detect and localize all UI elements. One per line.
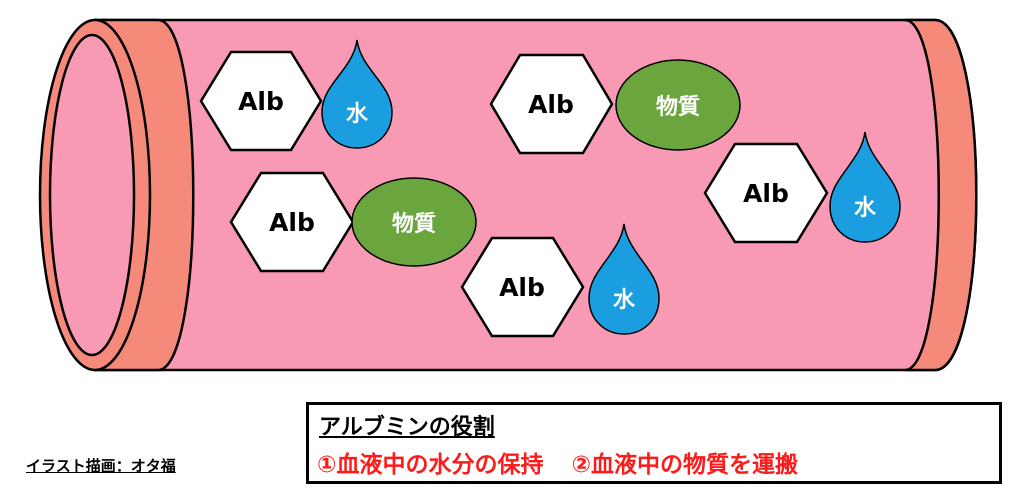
albumin-water-pair-2: Alb 水 <box>703 131 901 244</box>
albumin-substance-pair-1: Alb 物質 <box>489 53 741 155</box>
substance-blob <box>615 59 741 151</box>
illustration-credit: イラスト描画：オタ福 <box>26 457 176 475</box>
water-label: 水 <box>613 288 636 313</box>
albumin-water-pair-3: Alb 水 <box>460 223 660 338</box>
role-items: ①血液中の水分の保持 ②血液中の物質を運搬 <box>317 445 798 479</box>
albumin-label: Alb <box>743 179 789 208</box>
substance-blob <box>351 177 477 267</box>
vessel-rim-right <box>904 18 978 372</box>
water-label: 水 <box>854 196 877 221</box>
role-item-substance-transport: ②血液中の物質を運搬 <box>571 452 798 478</box>
water-drop-icon <box>588 223 660 335</box>
albumin-hexagon <box>703 142 829 244</box>
albumin-hexagon <box>460 236 585 338</box>
albumin-label: Alb <box>238 87 284 116</box>
albumin-label: Alb <box>269 208 315 237</box>
substance-label: 物質 <box>392 211 436 237</box>
role-item-water-retention: ①血液中の水分の保持 <box>317 452 544 478</box>
albumin-hexagon <box>489 53 614 155</box>
albumin-substance-pair-2: Alb 物質 <box>229 171 477 273</box>
blood-vessel-diagram: Alb 水 Alb 物質 Alb 物質 Alb 水 Alb 水 <box>38 18 978 372</box>
albumin-role-box: アルブミンの役割 ①血液中の水分の保持 ②血液中の物質を運搬 <box>306 402 1002 484</box>
albumin-hexagon <box>199 50 323 152</box>
albumin-water-pair-1: Alb 水 <box>199 39 393 152</box>
substance-label: 物質 <box>656 94 700 120</box>
albumin-label: Alb <box>499 273 545 302</box>
role-box-title: アルブミンの役割 <box>319 415 495 440</box>
water-drop-icon <box>829 131 901 243</box>
albumin-label: Alb <box>528 90 574 119</box>
water-label: 水 <box>346 102 369 127</box>
water-drop-icon <box>321 39 393 149</box>
vessel-lumen <box>48 33 136 357</box>
